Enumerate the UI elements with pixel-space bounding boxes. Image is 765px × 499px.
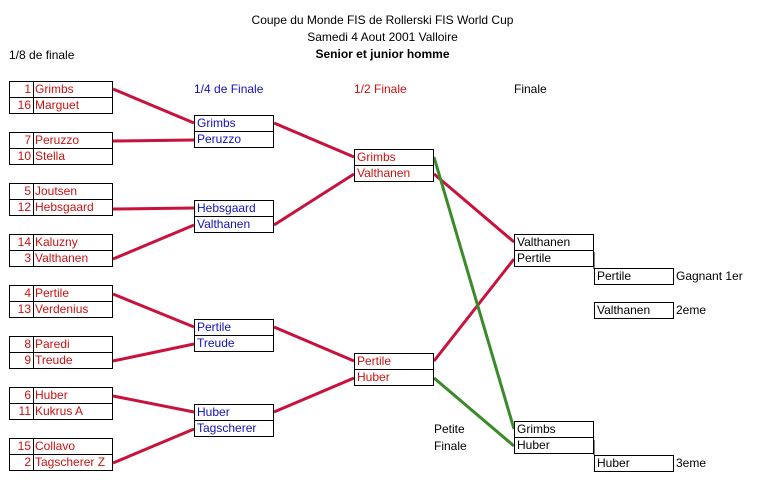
second-place-name: Valthanen [597, 303, 651, 317]
player-name: Valthanen [35, 251, 89, 265]
player-name: Marguet [35, 98, 80, 112]
third-place-name: Huber [597, 456, 630, 470]
petite-finale-entry: Grimbs [514, 421, 594, 438]
player-name: Verdenius [35, 302, 89, 316]
seed-number: 4 [10, 286, 34, 301]
player-name: Collavo [35, 439, 76, 453]
player-name: Pertile [357, 354, 392, 368]
qf-entry: Pertile [194, 319, 274, 336]
sf-entry: Huber [354, 369, 434, 386]
player-name: Peruzzo [35, 133, 80, 147]
seed-number: 1 [10, 82, 34, 97]
second-place-label: 2eme [676, 303, 707, 317]
sf-entry: Pertile [354, 353, 434, 370]
player-name: Grimbs [517, 422, 556, 436]
winner-label: Gagnant 1er [676, 269, 743, 283]
player-name: Hebsgaard [35, 200, 94, 214]
player-name: Pertile [197, 320, 232, 334]
round-label-final: Finale [514, 82, 547, 96]
final-entry: Valthanen [514, 234, 594, 251]
winner-box: Pertile [594, 268, 674, 285]
seed-number: 14 [10, 235, 34, 250]
winner-name: Pertile [597, 269, 632, 283]
qf-entry: Peruzzo [194, 131, 274, 148]
seed-number: 10 [10, 149, 34, 164]
seed-number: 3 [10, 251, 34, 266]
player-name: Kaluzny [35, 235, 78, 249]
player-name: Grimbs [35, 82, 74, 96]
seed-number: 9 [10, 353, 34, 368]
player-name: Huber [517, 438, 550, 452]
player-name: Treude [197, 336, 235, 350]
title-line-1: Coupe du Monde FIS de Rollerski FIS Worl… [251, 13, 514, 27]
player-name: Treude [35, 353, 73, 367]
title-line-2: Samedi 4 Aout 2001 Valloire [307, 30, 458, 44]
player-name: Tagscherer Z [35, 455, 106, 469]
player-name: Huber [357, 370, 390, 384]
player-name: Joutsen [35, 184, 78, 198]
final-entry: Pertile [514, 250, 594, 267]
player-name: Grimbs [197, 116, 236, 130]
seed-number: 15 [10, 439, 34, 454]
player-name: Paredi [35, 337, 70, 351]
player-name: Valthanen [357, 166, 411, 180]
seed-number: 2 [10, 455, 34, 470]
second-place-box: Valthanen [594, 302, 674, 319]
player-name: Kukrus A [35, 404, 84, 418]
third-place-label: 3eme [676, 456, 707, 470]
player-name: Grimbs [357, 150, 396, 164]
seed-number: 13 [10, 302, 34, 317]
seed-number: 16 [10, 98, 34, 113]
sf-entry: Grimbs [354, 149, 434, 166]
player-name: Pertile [517, 251, 552, 265]
sf-entry: Valthanen [354, 165, 434, 182]
third-place-box: Huber [594, 455, 674, 472]
player-name: Valthanen [197, 217, 251, 231]
qf-entry: Valthanen [194, 216, 274, 233]
player-name: Pertile [35, 286, 70, 300]
round-label-sf: 1/2 Finale [354, 82, 407, 96]
player-name: Hebsgaard [197, 201, 256, 215]
seed-number: 8 [10, 337, 34, 352]
player-name: Valthanen [517, 235, 571, 249]
seed-number: 5 [10, 184, 34, 199]
round-label-r16: 1/8 de finale [9, 48, 75, 62]
petite-finale-entry: Huber [514, 437, 594, 454]
seed-number: 6 [10, 388, 34, 403]
player-name: Huber [197, 405, 230, 419]
player-name: Peruzzo [197, 132, 242, 146]
title-line-3: Senior et junior homme [315, 47, 450, 61]
qf-entry: Grimbs [194, 115, 274, 132]
player-name: Tagscherer [197, 421, 257, 435]
round-label-petite-2: Finale [434, 439, 467, 453]
seed-number: 11 [10, 404, 34, 419]
seed-number: 12 [10, 200, 34, 215]
qf-entry: Treude [194, 335, 274, 352]
qf-entry: Tagscherer [194, 420, 274, 437]
seed-number: 7 [10, 133, 34, 148]
round-label-qf: 1/4 de Finale [194, 82, 264, 96]
player-name: Huber [35, 388, 68, 402]
qf-entry: Hebsgaard [194, 200, 274, 217]
round-label-petite-1: Petite [434, 422, 465, 436]
qf-entry: Huber [194, 404, 274, 421]
player-name: Stella [35, 149, 66, 163]
